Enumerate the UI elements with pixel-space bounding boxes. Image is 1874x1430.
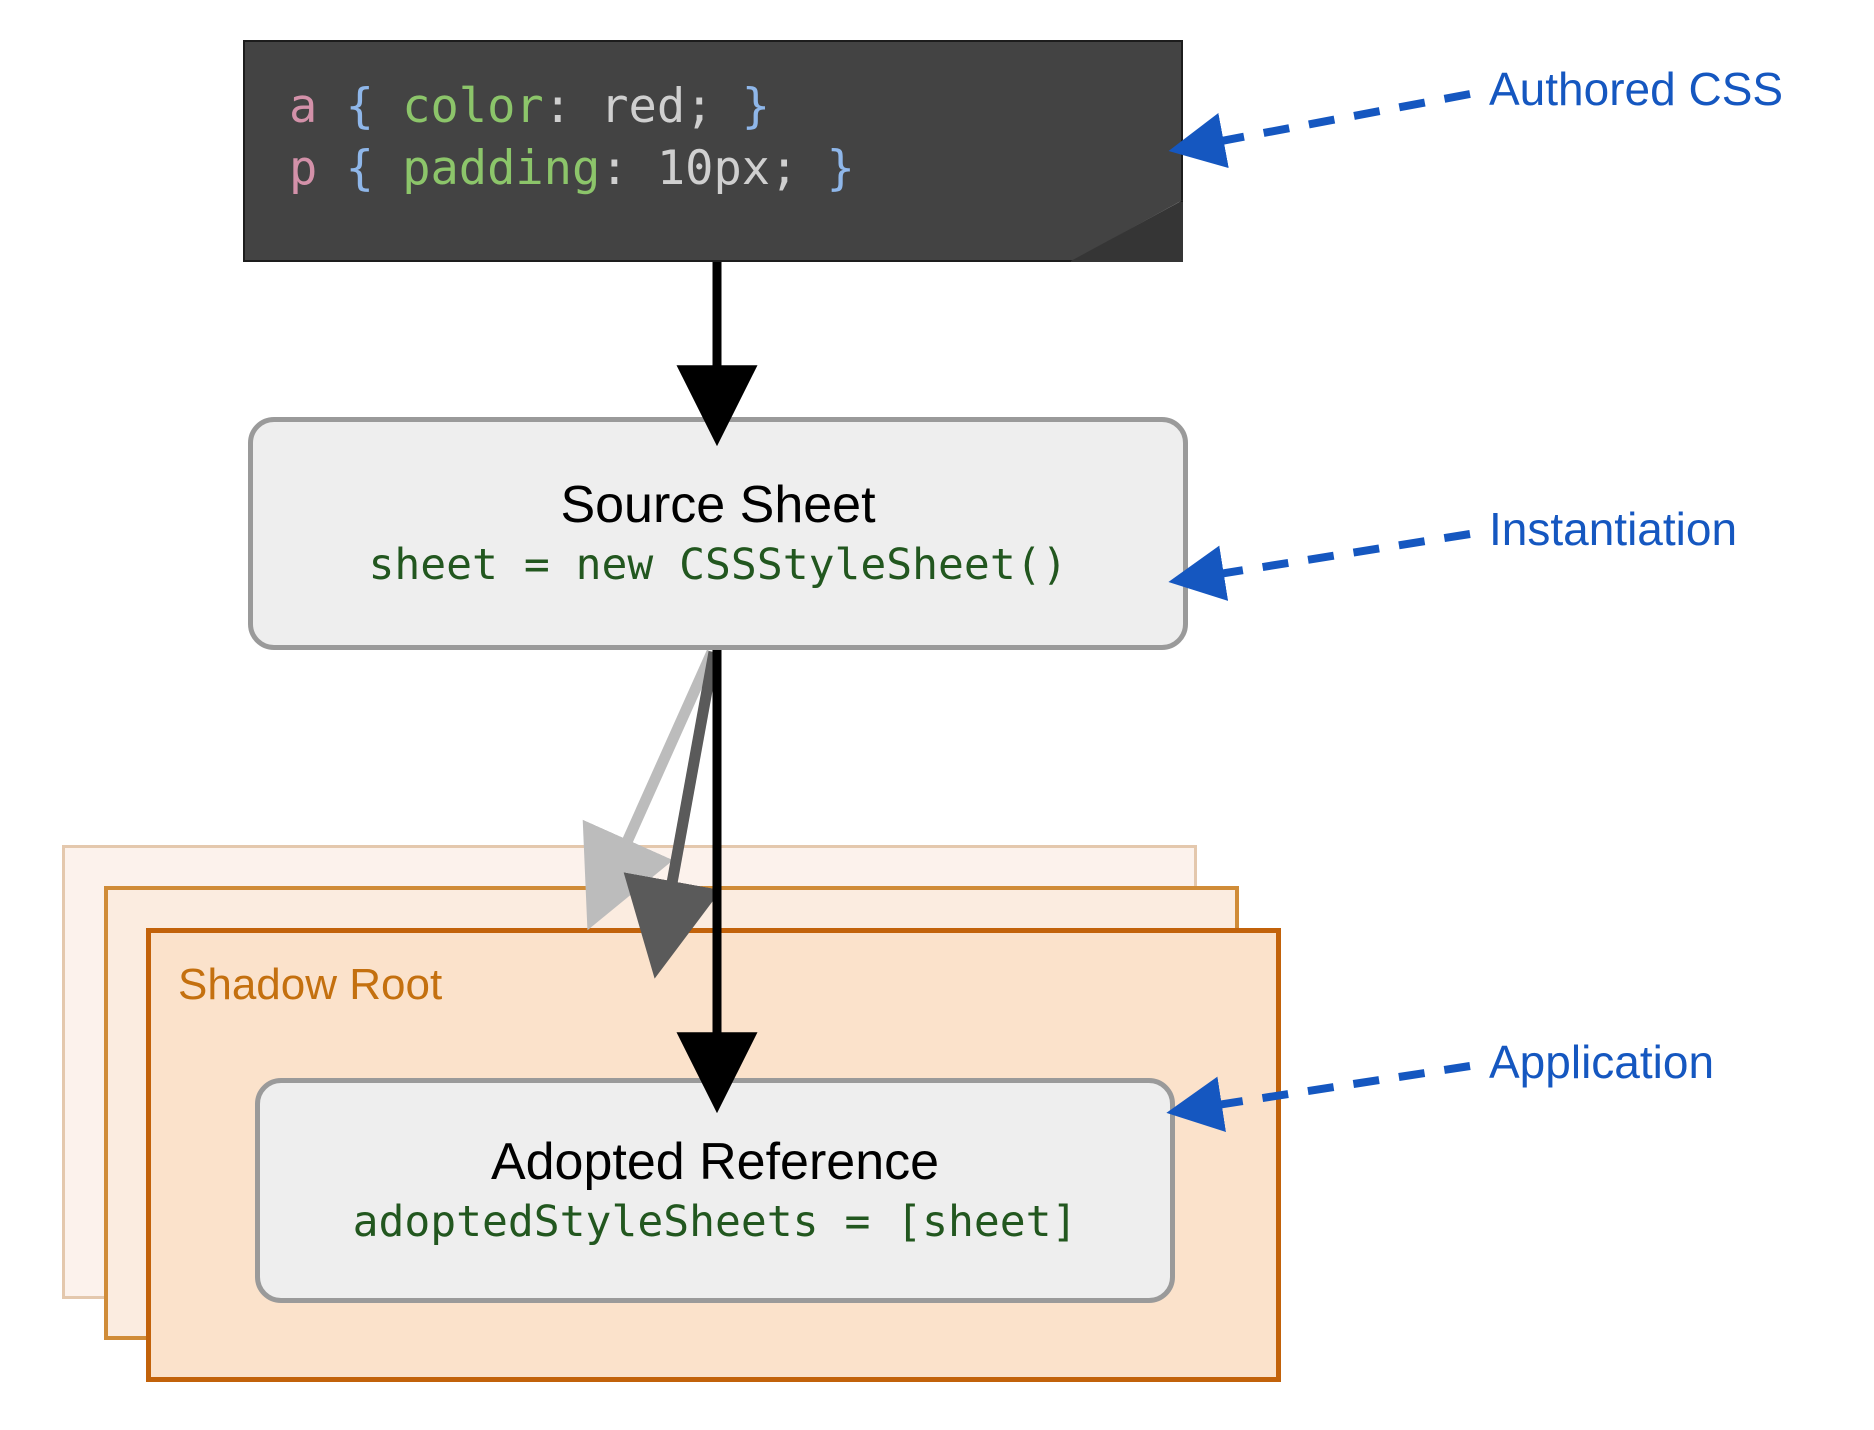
code-token-property: color xyxy=(402,79,544,134)
code-token-plain xyxy=(317,141,345,196)
code-token-value: : xyxy=(600,141,657,196)
code-token-plain xyxy=(798,141,826,196)
annotation-arrow-authored-css xyxy=(1168,90,1471,169)
authored-css-note: a { color: red; }p { padding: 10px; } xyxy=(243,40,1183,262)
code-token-value: 10px; xyxy=(656,141,799,196)
code-line: a { color: red; } xyxy=(289,76,1173,138)
source-sheet-code: sheet = new CSSStyleSheet() xyxy=(368,540,1068,591)
code-line: p { padding: 10px; } xyxy=(289,138,1173,200)
arrow-source-to-shadow-middle xyxy=(582,649,718,931)
source-sheet-title: Source Sheet xyxy=(560,475,876,534)
code-token-property: padding xyxy=(402,141,601,196)
code-token-brace: { xyxy=(345,79,374,134)
code-token-value: red; xyxy=(600,79,714,134)
code-token-selector: a xyxy=(289,79,318,134)
note-shape xyxy=(243,40,1183,262)
authored-css-code: a { color: red; }p { padding: 10px; } xyxy=(289,76,1173,200)
code-token-selector: p xyxy=(289,141,318,196)
adopted-reference-code: adoptedStyleSheets = [sheet] xyxy=(352,1197,1078,1248)
source-sheet-node: Source Sheet sheet = new CSSStyleSheet() xyxy=(248,417,1188,650)
code-token-plain xyxy=(374,79,402,134)
code-token-brace: } xyxy=(741,79,771,134)
code-token-brace: { xyxy=(345,141,374,196)
code-token-plain xyxy=(317,79,345,134)
code-token-brace: } xyxy=(826,141,855,196)
annotation-label-authored-css: Authored CSS xyxy=(1489,63,1784,115)
code-token-value: : xyxy=(543,79,601,134)
adopted-reference-title: Adopted Reference xyxy=(490,1132,940,1191)
code-token-plain xyxy=(374,141,402,196)
shadow-root-label: Shadow Root xyxy=(178,960,443,1009)
annotation-label-application: Application xyxy=(1489,1036,1715,1088)
code-token-plain xyxy=(713,79,741,134)
adopted-reference-node: Adopted Reference adoptedStyleSheets = [… xyxy=(255,1078,1175,1303)
annotation-label-instantiation: Instantiation xyxy=(1489,503,1738,555)
annotation-arrow-instantiation xyxy=(1168,530,1471,601)
